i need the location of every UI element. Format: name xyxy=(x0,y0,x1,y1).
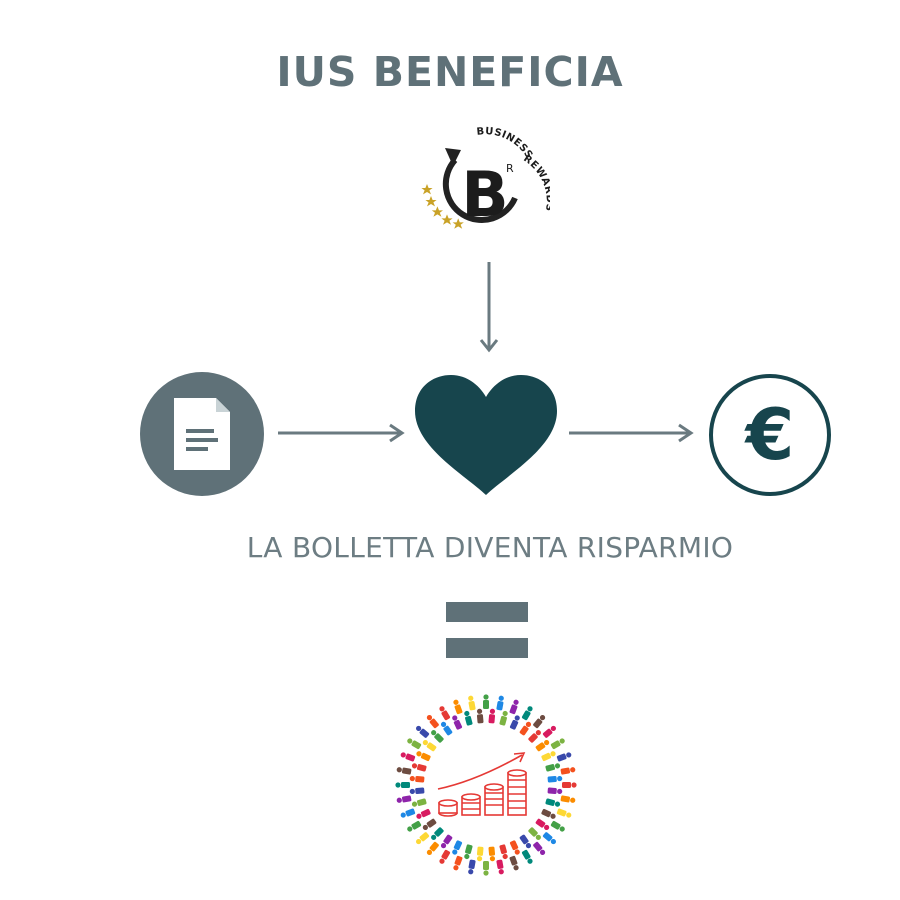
person-icon xyxy=(509,715,520,730)
person-icon xyxy=(468,859,476,875)
person-icon xyxy=(426,841,439,855)
person-icon xyxy=(499,844,508,860)
person-icon xyxy=(409,787,425,795)
document-icon xyxy=(140,372,264,496)
person-icon xyxy=(542,725,556,738)
euro-icon: € xyxy=(708,373,832,497)
person-icon xyxy=(542,832,556,845)
arrow-right-icon xyxy=(278,423,406,443)
person-icon xyxy=(541,808,556,819)
person-icon xyxy=(528,730,541,743)
person-icon xyxy=(464,844,473,860)
person-icon xyxy=(547,775,563,783)
person-icon xyxy=(560,767,576,775)
person-icon xyxy=(496,695,504,711)
community-growth-icon xyxy=(386,685,586,885)
person-icon xyxy=(431,827,444,840)
person-icon xyxy=(431,730,444,743)
person-icon xyxy=(509,840,520,855)
person-icon xyxy=(533,715,546,729)
logo-arc-business: BUSINESS xyxy=(476,126,534,161)
logo-superscript: R xyxy=(506,162,514,175)
person-icon xyxy=(483,694,489,709)
person-icon xyxy=(483,861,489,876)
person-icon xyxy=(521,706,533,721)
heart-icon xyxy=(415,375,557,497)
person-icon xyxy=(400,808,416,818)
person-icon xyxy=(519,834,532,849)
person-icon xyxy=(556,808,572,818)
person-icon xyxy=(422,818,437,831)
arrow-right-icon-2 xyxy=(569,423,695,443)
person-icon xyxy=(556,752,572,762)
euro-symbol: € xyxy=(744,394,795,476)
person-icon xyxy=(550,820,565,832)
person-icon xyxy=(452,840,463,855)
svg-text:REWARDS: REWARDS xyxy=(521,153,550,212)
person-icon xyxy=(562,782,577,788)
person-icon xyxy=(545,763,561,772)
person-icon xyxy=(535,739,550,752)
person-icon xyxy=(416,808,431,819)
person-icon xyxy=(411,763,427,772)
svg-text:BUSINESS: BUSINESS xyxy=(476,126,534,161)
person-icon xyxy=(550,738,565,750)
person-icon xyxy=(416,832,430,845)
person-icon xyxy=(476,846,484,862)
person-icon xyxy=(541,751,556,762)
person-icon xyxy=(422,739,437,752)
page-title: IUS BENEFICIA xyxy=(276,48,624,96)
person-icon xyxy=(545,798,561,807)
person-icon xyxy=(509,699,519,715)
person-icon xyxy=(535,818,550,831)
person-icon xyxy=(400,752,416,762)
person-icon xyxy=(439,706,451,721)
person-icon xyxy=(411,798,427,807)
person-icon xyxy=(426,715,439,729)
person-icon xyxy=(519,721,532,736)
person-icon xyxy=(407,820,422,832)
person-icon xyxy=(488,708,496,724)
logo-arc-rewards: REWARDS xyxy=(521,153,550,212)
person-icon xyxy=(496,859,504,875)
person-icon xyxy=(547,787,563,795)
equals-icon xyxy=(446,602,528,660)
person-icon xyxy=(440,834,453,849)
arrow-down-icon xyxy=(478,262,500,354)
business-rewards-logo: B R BUSINESS REWARDS xyxy=(415,120,550,245)
person-icon xyxy=(395,782,410,788)
person-icon xyxy=(509,855,519,871)
person-icon xyxy=(439,849,451,864)
stars-icon xyxy=(421,184,464,229)
person-icon xyxy=(453,699,463,715)
person-icon xyxy=(453,855,463,871)
person-icon xyxy=(528,827,541,840)
arrow-head-icon xyxy=(445,148,461,166)
person-icon xyxy=(416,751,431,762)
person-icon xyxy=(440,721,453,736)
person-icon xyxy=(560,795,576,803)
person-icon xyxy=(407,738,422,750)
person-icon xyxy=(521,849,533,864)
person-icon xyxy=(468,695,476,711)
person-icon xyxy=(396,795,412,803)
person-icon xyxy=(416,725,430,738)
subtitle: LA BOLLETTA DIVENTA RISPARMIO xyxy=(246,531,734,564)
growth-chart-icon xyxy=(437,752,527,817)
person-icon xyxy=(464,710,473,726)
person-icon xyxy=(488,846,496,862)
person-icon xyxy=(533,841,546,855)
person-icon xyxy=(409,775,425,783)
logo-letter: B xyxy=(461,158,508,231)
person-icon xyxy=(476,708,484,724)
person-icon xyxy=(396,767,412,775)
person-icon xyxy=(452,715,463,730)
person-icon xyxy=(499,710,508,726)
